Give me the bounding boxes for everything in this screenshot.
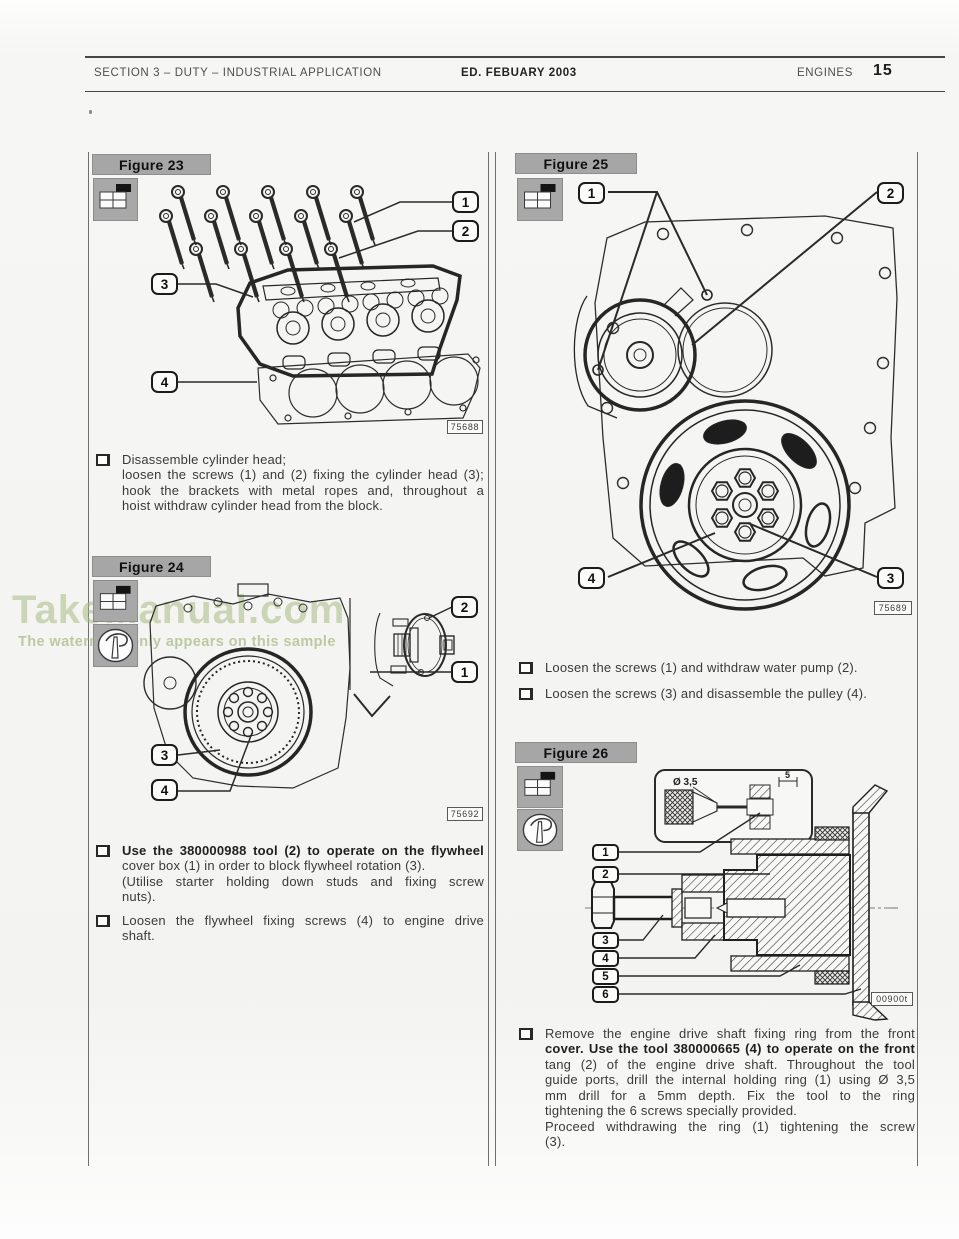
figure23-title: Figure 23 — [119, 156, 184, 173]
figure26-ref: 00900t — [871, 992, 913, 1006]
callout-1: 1 — [452, 191, 479, 213]
watermark-title: TakeManual.com — [12, 588, 346, 632]
checkbox-bullet — [519, 662, 533, 674]
instruction-item: Remove the engine drive shaft fixing rin… — [519, 1026, 915, 1150]
disassembly-icon — [517, 766, 563, 808]
front-cover-housing — [594, 215, 898, 577]
callout-2: 2 — [452, 220, 479, 242]
callout-3: 3 — [151, 744, 178, 766]
callout-4: 4 — [151, 779, 178, 801]
callout-3: 3 — [151, 273, 178, 295]
callout-leader-lines — [597, 191, 878, 578]
figure24-title: Figure 24 — [119, 558, 184, 575]
instruction-line: (Utilise starter holding down studs and … — [122, 873, 484, 889]
checkbox-bullet — [96, 915, 110, 927]
instruction-item: Loosen the screws (1) and withdraw water… — [519, 660, 915, 675]
tool-detail-inset — [349, 598, 455, 718]
instruction-line: Remove the engine drive shaft fixing rin… — [545, 1026, 915, 1041]
callout-leader-lines — [177, 606, 453, 792]
disassembly-icon — [93, 580, 138, 622]
callout-5: 5 — [592, 968, 619, 985]
figure26-titlebar: Figure 26 — [515, 742, 637, 763]
callout-1: 1 — [578, 182, 605, 204]
instruction-line: Proceed withdrawing the ring (1) tighten… — [545, 1118, 915, 1134]
instruction-line: mm drill for a 5mm depth. Fix the tool t… — [545, 1087, 915, 1103]
instruction-item: Loosen the screws (3) and disassemble th… — [519, 686, 915, 701]
figure24-ref: 75692 — [447, 807, 483, 821]
figure25-drawing — [573, 191, 898, 611]
instruction-line: (3). — [545, 1134, 566, 1150]
drill-inset: Ø 3,5 5 — [654, 769, 813, 843]
instruction-item: Use the 380000988 tool (2) to operate on… — [96, 843, 484, 905]
extractor-cross-section — [591, 784, 889, 1021]
drill-diameter-label: Ø 3,5 — [673, 777, 698, 788]
special-tool-icon — [93, 624, 138, 667]
disassembly-icon — [517, 178, 563, 221]
instruction-item: Disassemble cylinder head; loosen the sc… — [96, 452, 484, 514]
header-section: SECTION 3 – DUTY – INDUSTRIAL APPLICATIO… — [94, 67, 382, 79]
instruction-line: cover. Use the tool 380000665 (4) to ope… — [545, 1041, 915, 1057]
figure25-ref: 75689 — [874, 601, 912, 615]
callout-2: 2 — [592, 866, 619, 883]
special-tool-icon — [517, 809, 563, 851]
cylinder-head — [236, 264, 462, 378]
instruction-line: nuts). — [122, 889, 156, 905]
figure26-title: Figure 26 — [543, 744, 609, 761]
header-top-rule — [85, 56, 945, 58]
checkbox-bullet — [519, 688, 533, 700]
instruction-line: Loosen the flywheel fixing screws (4) to… — [122, 913, 484, 928]
header-edition: ED. FEBUARY 2003 — [461, 67, 577, 79]
callout-4: 4 — [151, 371, 178, 393]
instruction-item: Loosen the flywheel fixing screws (4) to… — [96, 913, 484, 944]
instruction-line: Loosen the screws (3) and disassemble th… — [545, 686, 868, 701]
figure23-ref: 75688 — [447, 420, 483, 434]
figure26-drawing: Ø 3,5 5 — [585, 769, 900, 1021]
callout-3: 3 — [877, 567, 904, 589]
instruction-line: tightening the 6 screws specially provid… — [545, 1103, 798, 1119]
figure25-title: Figure 25 — [543, 155, 609, 172]
figure25-titlebar: Figure 25 — [515, 153, 637, 174]
instruction-line: cover box (1) in order to block flywheel… — [122, 858, 426, 874]
figure24-titlebar: Figure 24 — [92, 556, 211, 577]
instruction-line: guide ports, drill the internal holding … — [545, 1072, 915, 1088]
checkbox-bullet — [96, 454, 110, 466]
instruction-line: tang (2) of the engine drive shaft. Thro… — [545, 1056, 915, 1072]
right-column-frame — [495, 152, 918, 1166]
checkbox-bullet — [96, 845, 110, 857]
callout-6: 6 — [592, 986, 619, 1003]
callout-3: 3 — [592, 932, 619, 949]
callout-1: 1 — [592, 844, 619, 861]
instruction-line: Loosen the screws (1) and withdraw water… — [545, 660, 858, 675]
checkbox-bullet — [519, 1028, 533, 1040]
callout-2: 2 — [877, 182, 904, 204]
head-gasket — [257, 353, 481, 425]
callout-leader-lines — [619, 812, 862, 995]
instruction-line: hoist withdraw cylinder head from the bl… — [122, 498, 383, 514]
callout-4: 4 — [592, 950, 619, 967]
page-number: 15 — [873, 62, 893, 79]
header-bottom-rule — [85, 91, 945, 92]
instruction-line: Disassemble cylinder head; — [122, 452, 287, 467]
callout-leader-lines — [178, 201, 452, 383]
figure24-drawing — [143, 583, 455, 792]
callout-4: 4 — [578, 567, 605, 589]
instruction-line: hook the brackets with metal ropes and, … — [122, 482, 484, 498]
figure23-drawing — [88, 178, 481, 425]
callout-2: 2 — [451, 596, 478, 618]
instruction-line: loosen the screws (1) and (2) fixing the… — [122, 467, 484, 483]
instruction-line: Use the 380000988 tool (2) to operate on… — [122, 843, 484, 858]
crankshaft-pulley — [639, 399, 851, 611]
left-column-frame — [88, 152, 489, 1166]
drill-depth-label: 5 — [785, 770, 790, 780]
header-engines: ENGINES — [797, 67, 853, 79]
scan-speck — [89, 110, 92, 114]
water-pump — [573, 287, 713, 419]
disassembly-icon — [93, 178, 138, 221]
figure23-titlebar: Figure 23 — [92, 154, 211, 175]
callout-1: 1 — [451, 661, 478, 683]
flywheel — [183, 647, 313, 777]
instruction-line: shaft. — [122, 928, 155, 944]
